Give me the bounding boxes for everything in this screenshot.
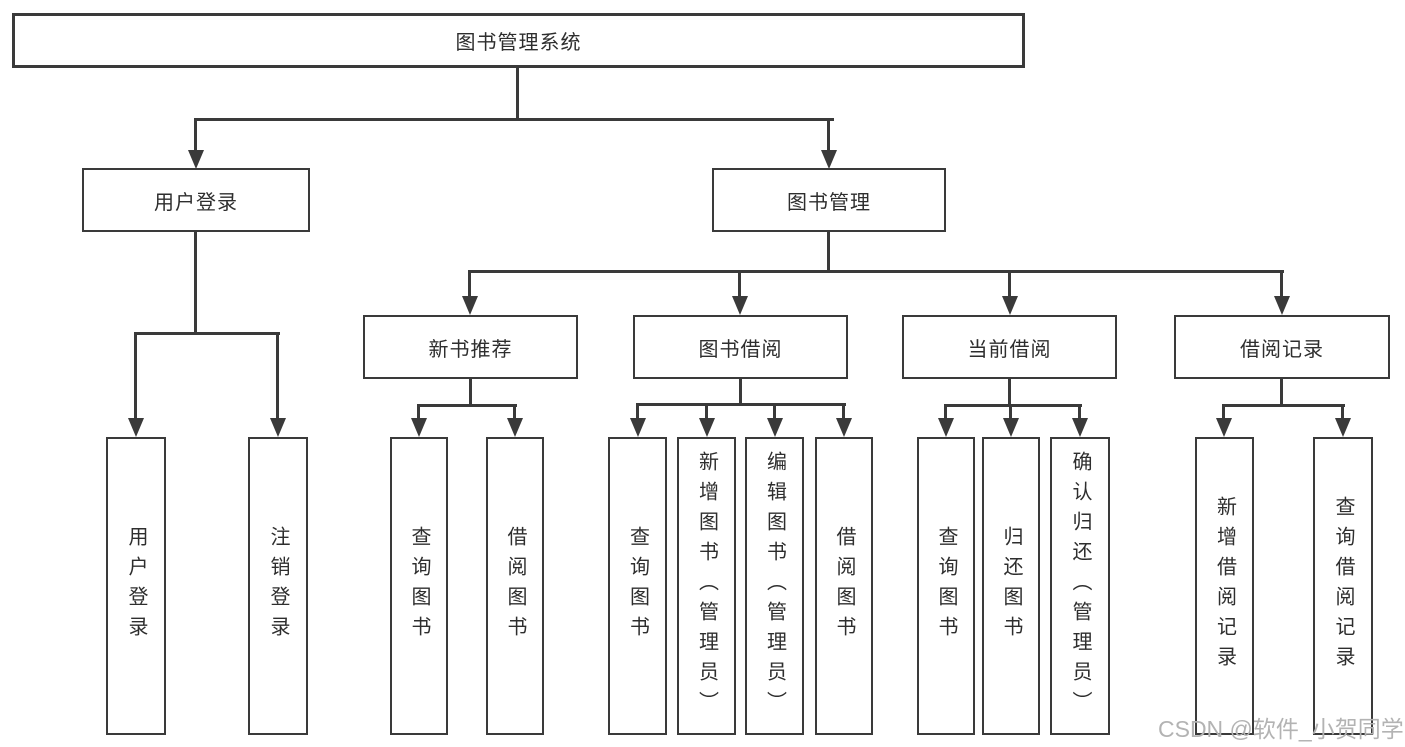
connector-segment [1280,270,1283,298]
leaf-label: 注销登录 [267,526,289,646]
arrowhead-down-icon [938,418,954,437]
leaf-user-login: 用户登录 [106,437,166,735]
node-new-book-recommendation: 新书推荐 [363,315,578,379]
leaf-label: 归还图书 [1000,526,1022,646]
connector-segment [1280,379,1283,407]
csdn-watermark: CSDN @软件_小贺同学 [1158,716,1404,742]
arrowhead-down-icon [1002,296,1018,315]
connector-segment [194,118,197,152]
arrowhead-down-icon [767,418,783,437]
connector-segment [134,332,280,335]
arrowhead-down-icon [1274,296,1290,315]
arrowhead-down-icon [1072,418,1088,437]
connector-segment [469,379,472,407]
arrowhead-down-icon [411,418,427,437]
node-label: 借阅记录 [1240,338,1324,361]
connector-segment [1078,404,1081,420]
arrowhead-down-icon [836,418,852,437]
arrowhead-down-icon [821,150,837,169]
leaf-label: 查询图书 [408,526,430,646]
leaf-query-books-recommend: 查询图书 [390,437,448,735]
node-label: 用户登录 [154,191,238,214]
leaf-label: 编辑图书（管理员） [763,451,786,721]
connector-segment [417,404,517,407]
connector-segment [636,403,639,420]
leaf-label: 借阅图书 [504,526,526,646]
leaf-add-books-admin: 新增图书（管理员） [677,437,736,735]
leaf-label: 查询图书 [935,526,957,646]
node-label: 新书推荐 [428,338,513,361]
connector-segment [1009,404,1012,420]
connector-segment [276,332,279,420]
leaf-borrow-books: 借阅图书 [815,437,873,735]
connector-segment [705,403,708,420]
connector-segment [1222,404,1225,420]
connector-segment [194,232,197,335]
leaf-query-borrow-record: 查询借阅记录 [1313,437,1373,735]
connector-segment [773,403,776,420]
node-book-management-branch: 图书管理 [712,168,946,232]
node-borrowing-records: 借阅记录 [1174,315,1390,379]
leaf-return-books: 归还图书 [982,437,1040,735]
leaf-label: 查询图书 [626,526,649,646]
arrowhead-down-icon [1003,418,1019,437]
connector-segment [417,404,420,420]
leaf-label: 新增图书（管理员） [695,451,718,721]
arrowhead-down-icon [1335,418,1351,437]
arrowhead-down-icon [732,296,748,315]
connector-segment [827,118,830,152]
connector-segment [944,404,1082,407]
connector-segment [468,270,1284,273]
arrowhead-down-icon [507,418,523,437]
leaf-label: 新增借阅记录 [1213,496,1236,676]
node-user-login-branch: 用户登录 [82,168,310,232]
arrowhead-down-icon [462,296,478,315]
connector-segment [738,270,741,298]
leaf-label: 查询借阅记录 [1332,496,1354,676]
arrowhead-down-icon [1216,418,1232,437]
leaf-query-books-current: 查询图书 [917,437,975,735]
leaf-edit-books-admin: 编辑图书（管理员） [745,437,804,735]
arrowhead-down-icon [128,418,144,437]
connector-segment [739,379,742,406]
leaf-borrow-books-recommend: 借阅图书 [486,437,544,735]
leaf-add-borrow-record: 新增借阅记录 [1195,437,1254,735]
connector-segment [194,118,834,121]
connector-segment [468,270,471,298]
connector-segment [1008,270,1011,298]
node-current-borrowing: 当前借阅 [902,315,1117,379]
leaf-label: 用户登录 [125,526,147,646]
node-label: 当前借阅 [967,338,1052,361]
arrowhead-down-icon [188,150,204,169]
connector-segment [134,332,137,420]
node-label: 图书管理 [787,191,871,214]
arrowhead-down-icon [270,418,286,437]
leaf-confirm-return-admin: 确认归还（管理员） [1050,437,1110,735]
leaf-logout: 注销登录 [248,437,308,735]
node-label: 图书管理系统 [455,32,582,54]
node-label: 图书借阅 [698,338,783,361]
connector-segment [516,67,519,121]
connector-segment [944,404,947,420]
connector-segment [1222,404,1345,407]
leaf-query-books-borrowing: 查询图书 [608,437,667,735]
node-book-borrowing: 图书借阅 [633,315,848,379]
connector-segment [827,232,830,273]
connector-segment [1341,404,1344,420]
connector-segment [1008,379,1011,407]
leaf-label: 确认归还（管理员） [1069,451,1091,721]
leaf-label: 借阅图书 [833,526,855,646]
arrowhead-down-icon [699,418,715,437]
connector-segment [842,403,845,420]
connector-segment [513,404,516,420]
connector-segment [636,403,846,406]
arrowhead-down-icon [630,418,646,437]
node-library-management-system: 图书管理系统 [12,13,1025,68]
